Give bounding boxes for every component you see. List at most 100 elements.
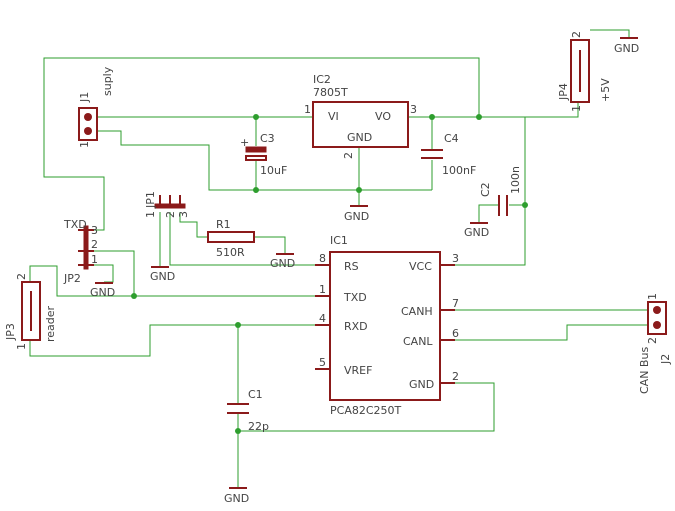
junction-c4 [429, 114, 435, 120]
c3-name: C3 [260, 132, 275, 145]
ground-jp2: GND [90, 282, 115, 299]
jumper-jp1: JP1 1 2 3 [144, 191, 190, 218]
wire-vcc [455, 117, 526, 266]
jp3-value: reader [44, 305, 57, 342]
ic1-pin-txd: TXD [343, 291, 367, 304]
wire-r1-gnd [254, 236, 286, 253]
ic1-pin-rxd: RXD [344, 320, 368, 333]
jp4-pin2-label: 2 [570, 31, 583, 38]
capacitor-c2: C2 100n [479, 166, 522, 216]
wire-txd [29, 265, 315, 297]
junction-c1-gnd [235, 428, 241, 434]
c4-value: 100nF [442, 164, 476, 177]
ic1-num1: 1 [319, 283, 326, 296]
ic1-pin-vref: VREF [344, 364, 372, 377]
wire-canl [455, 324, 648, 341]
jp2-name: JP2 [63, 272, 81, 285]
jp1-pin2: 2 [164, 211, 177, 218]
ic1-num6: 6 [452, 327, 459, 340]
j2-value: CAN Bus [638, 347, 651, 394]
connector-j2: 1 2 CAN Bus J2 [638, 293, 672, 394]
ic1-value: PCA82C250T [330, 404, 402, 417]
jp3-pin1: 1 [15, 343, 28, 350]
jp1-name: JP1 [144, 191, 157, 209]
capacitor-c1: C1 22p [227, 388, 269, 433]
r1-name: R1 [216, 218, 231, 231]
ic2-num1: 1 [304, 103, 311, 116]
wire-jp1-pin2 [169, 212, 315, 266]
ic1-num3: 3 [452, 252, 459, 265]
capacitor-c4: C4 100nF [421, 132, 476, 177]
gnd-c2-label: GND [464, 226, 489, 239]
c2-name: C2 [479, 182, 492, 197]
c4-name: C4 [444, 132, 459, 145]
jp4-name: JP4 [557, 83, 570, 101]
wire-ic1-gnd [238, 382, 495, 432]
ic1-pin-canl: CANL [403, 335, 433, 348]
jp1-pin1: 1 [144, 211, 157, 218]
ic2-pin-vi: VI [328, 110, 339, 123]
j1-pin1-label: 1 [78, 141, 91, 148]
ic2-name: IC2 [313, 73, 331, 86]
ic1-num4: 4 [319, 312, 326, 325]
jp2-pin2: 2 [91, 238, 98, 251]
j1-value: suply [101, 66, 114, 96]
capacitor-c3: + C3 10uF [240, 132, 287, 177]
ic1-num8: 8 [319, 252, 326, 265]
jp4-value: +5V [599, 78, 612, 102]
ground-jp4: GND [614, 37, 639, 55]
junction-rxd [235, 322, 241, 328]
junction-loop [476, 114, 482, 120]
resistor-r1: R1 510R [207, 218, 255, 259]
wire-jp4-gnd [590, 29, 630, 38]
wire-jp1-pin3 [179, 212, 207, 238]
wire-vout [407, 102, 579, 118]
r1-value: 510R [216, 246, 245, 259]
ic1-name: IC1 [330, 234, 348, 247]
jp3-pin2: 2 [15, 273, 28, 280]
ic2-pin-gnd: GND [347, 131, 372, 144]
c1-name: C1 [248, 388, 263, 401]
ic2-num2: 2 [342, 152, 355, 159]
wire-gnd-rail [96, 130, 432, 191]
jumper-jp3: 2 1 JP3 reader [4, 273, 57, 350]
jp2-value: TXD [63, 218, 87, 231]
j1-name: J1 [78, 92, 91, 103]
gnd-jp2-label: GND [90, 286, 115, 299]
junctions [131, 114, 528, 434]
j2-pin2: 2 [646, 337, 659, 344]
ic2-value: 7805T [313, 86, 348, 99]
junction-vcc [522, 202, 528, 208]
gnd-jp4-label: GND [614, 42, 639, 55]
jp4-pin1-label: 1 [570, 105, 583, 112]
c1-value: 22p [248, 420, 269, 433]
transceiver-ic1: IC1 PCA82C250T RS TXD RXD VREF VCC CANH … [315, 234, 459, 417]
ground-ic2: GND [344, 205, 369, 223]
junction-txd [131, 293, 137, 299]
ground-r1: GND [270, 253, 295, 270]
ic1-pin-gnd: GND [409, 378, 434, 391]
ic1-pin-vcc: VCC [409, 260, 432, 273]
c3-value: 10uF [260, 164, 287, 177]
ic1-pin-canh: CANH [401, 305, 433, 318]
jp1-pin3: 3 [177, 211, 190, 218]
gnd-c1-label: GND [224, 492, 249, 505]
wires [29, 29, 648, 487]
jp2-pin3: 3 [91, 224, 98, 237]
jumper-jp4: 2 1 JP4 +5V [557, 31, 612, 112]
ic2-num3: 3 [410, 103, 417, 116]
regulator-ic2: IC2 7805T VI VO GND 1 3 2 [304, 73, 417, 159]
junction-c3-gnd [253, 187, 259, 193]
wire-jp2-pin2 [94, 250, 135, 296]
c2-value: 100n [509, 166, 522, 194]
j2-name: J2 [659, 354, 672, 365]
connector-j1: 1 J1 suply [78, 66, 114, 148]
jumper-jp2: TXD 3 2 1 JP2 [63, 218, 98, 285]
ic1-num5: 5 [319, 356, 326, 369]
ground-c1: GND [224, 487, 249, 505]
j2-pin1: 1 [646, 293, 659, 300]
jp2-pin1: 1 [91, 253, 98, 266]
gnd-ic2-label: GND [344, 210, 369, 223]
junction-c3 [253, 114, 259, 120]
